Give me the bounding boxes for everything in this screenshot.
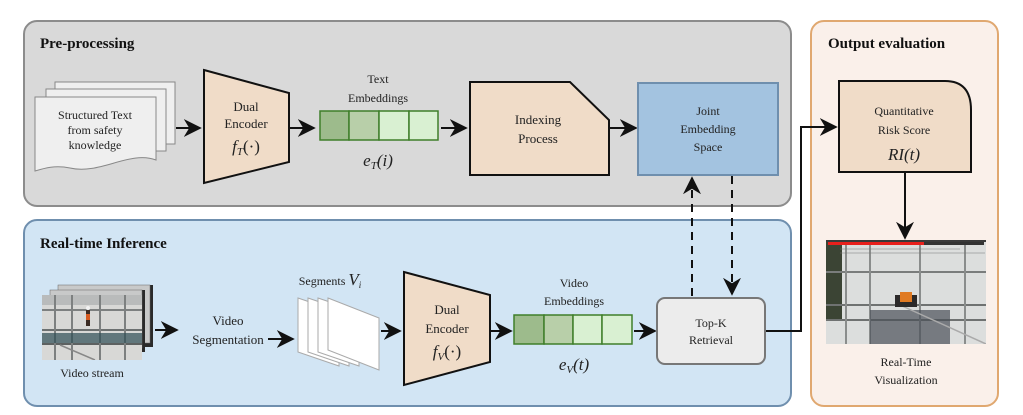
video-encoder-line1: Dual	[434, 302, 460, 317]
video-segmentation: Video Segmentation	[192, 313, 264, 347]
text-embeddings: Text Embeddings eT(i)	[319, 72, 439, 172]
video-encoder-func: fV(·)	[433, 342, 461, 363]
arrow-topk-to-risk-score	[766, 118, 838, 332]
text-encoder-line1: Dual	[233, 99, 259, 114]
visualization-line2: Visualization	[874, 373, 937, 387]
video-embedding-cell	[572, 314, 603, 345]
joint-line2: Embedding	[680, 122, 735, 136]
risk-score-line2: Risk Score	[878, 123, 930, 137]
topk-retrieval: Top-K Retrieval	[656, 297, 766, 365]
video-embedding-cell	[543, 314, 574, 345]
visualization-frame	[826, 240, 986, 344]
visualization-line1: Real-Time	[881, 355, 932, 369]
text-embedding-cell	[319, 110, 350, 141]
video-embedding-symbol: eV(t)	[559, 355, 590, 376]
risk-indicator-bar	[828, 242, 924, 245]
text-dual-encoder: Dual Encoder fT(·)	[203, 68, 290, 185]
segmentation-line1: Video	[213, 313, 244, 328]
text-embeddings-line1: Text	[367, 72, 389, 86]
video-embedding-cell	[601, 314, 633, 345]
segmentation-line2: Segmentation	[192, 332, 264, 347]
video-embeddings-line2: Embeddings	[544, 294, 604, 308]
text-embedding-cell	[378, 110, 410, 141]
video-stream-label: Video stream	[60, 366, 124, 380]
text-embedding-cell	[348, 110, 380, 141]
text-encoder-func: fT(·)	[232, 137, 260, 158]
indexing-line1: Indexing	[515, 112, 562, 127]
text-encoder-line2: Encoder	[224, 116, 268, 131]
preprocessing-title: Pre-processing	[40, 36, 135, 52]
structured-text-line3: knowledge	[69, 138, 122, 152]
video-stream: Video stream	[42, 284, 153, 380]
realtime-visualization: Real-Time Visualization	[826, 240, 986, 387]
risk-score-line1: Quantitative	[874, 104, 933, 118]
topk-line2: Retrieval	[689, 333, 734, 347]
structured-text-line1: Structured Text	[58, 108, 133, 122]
joint-embedding-space: Joint Embedding Space	[637, 82, 779, 176]
video-embedding-cell	[513, 314, 545, 345]
risk-score-symbol: RI(t)	[887, 145, 920, 164]
video-dual-encoder: Dual Encoder fV(·)	[403, 270, 491, 387]
video-embeddings: Video Embeddings eV(t)	[513, 276, 633, 376]
realtime-title: Real-time Inference	[40, 236, 167, 252]
joint-line3: Space	[694, 140, 723, 154]
text-embedding-cell	[408, 110, 439, 141]
structured-text-docs: Structured Text from safety knowledge	[34, 81, 176, 172]
video-encoder-line2: Encoder	[425, 321, 469, 336]
text-embedding-symbol: eT(i)	[363, 151, 393, 172]
output-title: Output evaluation	[828, 36, 946, 52]
structured-text-line2: from safety	[68, 123, 123, 137]
joint-line1: Joint	[696, 104, 720, 118]
video-frame-thumbnail	[42, 295, 142, 360]
video-embeddings-line1: Video	[560, 276, 589, 290]
risk-score: Quantitative Risk Score RI(t)	[838, 80, 972, 173]
text-embeddings-line2: Embeddings	[348, 91, 408, 105]
indexing-line2: Process	[518, 131, 558, 146]
topk-line1: Top-K	[695, 316, 726, 330]
indexing-process: Indexing Process	[469, 81, 610, 176]
